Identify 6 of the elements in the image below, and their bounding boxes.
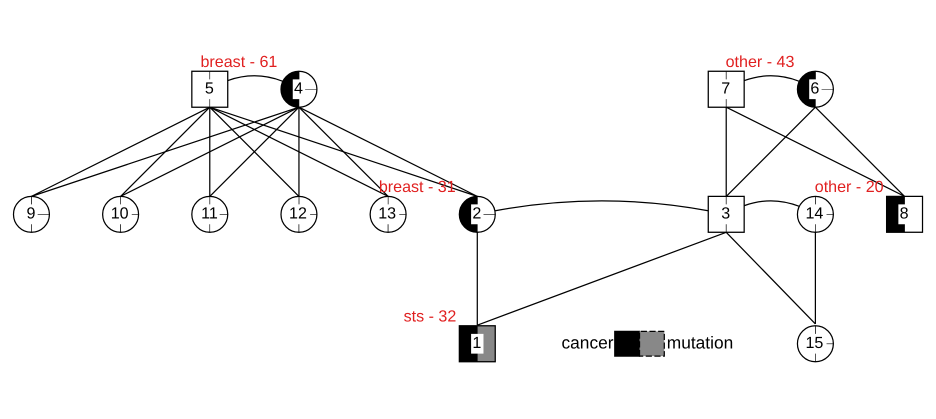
node-label: other - 43 [726,52,794,70]
node-label: other - 20 [814,177,884,196]
node-label: sts - 32 [404,306,456,325]
node-label: breast - 61 [200,52,278,70]
legend-label: mutation [666,332,734,352]
legend-label: cancer [562,332,614,352]
